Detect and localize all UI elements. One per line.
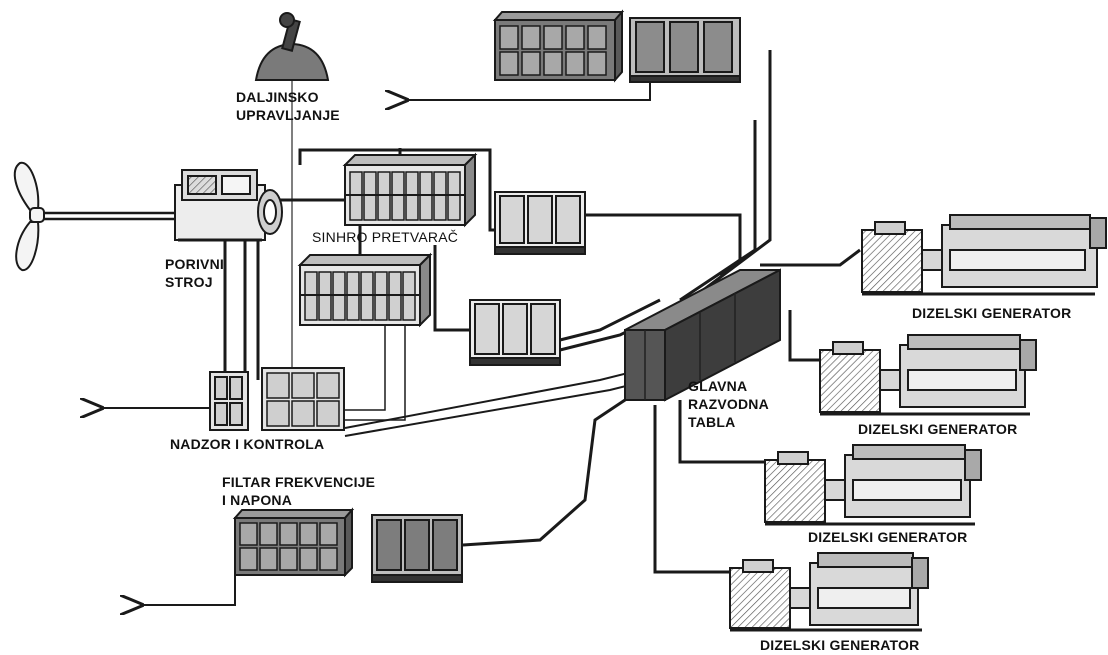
propeller (13, 161, 45, 271)
propulsion-motor-label-line2: STROJ (165, 274, 213, 290)
wiring (100, 50, 861, 605)
switchboard-label-line3: TABLA (688, 414, 736, 430)
generator-2-label: DIZELSKI GENERATOR (858, 421, 1018, 437)
converter-cabinet-lower (297, 252, 433, 328)
filter-cabinet (232, 507, 355, 578)
main-switchboard (624, 268, 781, 402)
generator-4-label: DIZELSKI GENERATOR (760, 637, 920, 653)
remote-control-label-line2: UPRAVLJANJE (236, 107, 340, 123)
remote-control-console (254, 12, 330, 81)
switchboard-label-line1: GLAVNA (688, 378, 748, 394)
monitoring-control-label: NADZOR I KONTROLA (170, 436, 325, 452)
remote-control-label-line1: DALJINSKO (236, 89, 319, 105)
filter-label-line2: I NAPONA (222, 492, 293, 508)
generator-3-label: DIZELSKI GENERATOR (808, 529, 968, 545)
synchro-converter-label: SINHRO PRETVARAČ (312, 229, 459, 245)
generator-1-label: DIZELSKI GENERATOR (912, 305, 1072, 321)
transformer-upper (494, 191, 586, 255)
diesel-generator-2 (819, 334, 1037, 416)
propeller-shaft (44, 211, 180, 221)
propulsion-motor-label-line1: PORIVNI (165, 256, 224, 272)
control-cabinet-small (209, 371, 249, 431)
filter-transformer (371, 514, 463, 583)
filter-label-line1: FILTAR FREKVENCIJE (222, 474, 376, 490)
transformer-lower (469, 299, 561, 366)
propulsion-motor (174, 169, 283, 242)
diesel-generator-3 (764, 444, 982, 526)
switchboard-label-line2: RAZVODNA (688, 396, 769, 412)
diesel-generator-1 (861, 214, 1107, 296)
diesel-generator-4 (729, 552, 929, 632)
synchro-converter-cabinet (342, 152, 478, 228)
control-cabinet-large (261, 367, 345, 431)
top-transformer (629, 17, 741, 83)
top-cabinet (492, 9, 625, 83)
